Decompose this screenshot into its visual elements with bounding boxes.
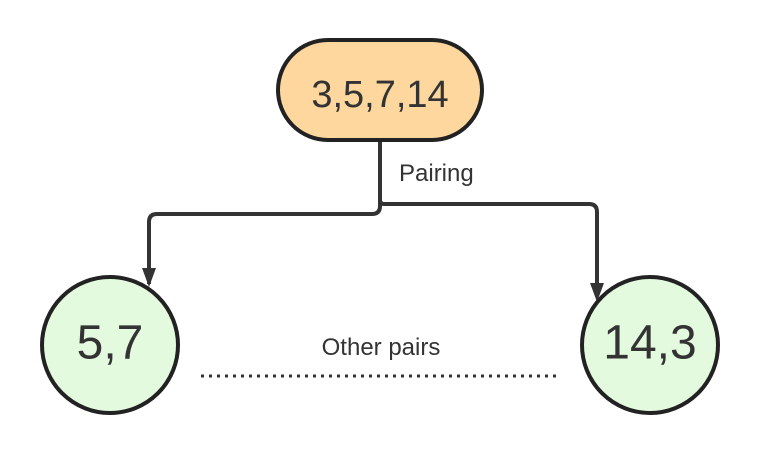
arrowhead-left xyxy=(142,268,156,287)
other-pairs-label: Other pairs xyxy=(322,334,441,361)
arrowhead-right xyxy=(590,283,604,302)
left-child-node xyxy=(40,275,180,415)
connector-left xyxy=(147,142,382,284)
left-child-label: 5,7 xyxy=(77,317,144,370)
right-child-node xyxy=(580,275,720,415)
root-node xyxy=(276,38,484,142)
connector-right xyxy=(378,199,599,284)
root-node-label: 3,5,7,14 xyxy=(311,74,448,116)
edge-label-pairing: Pairing xyxy=(399,160,474,187)
right-child-label: 14,3 xyxy=(603,317,696,370)
